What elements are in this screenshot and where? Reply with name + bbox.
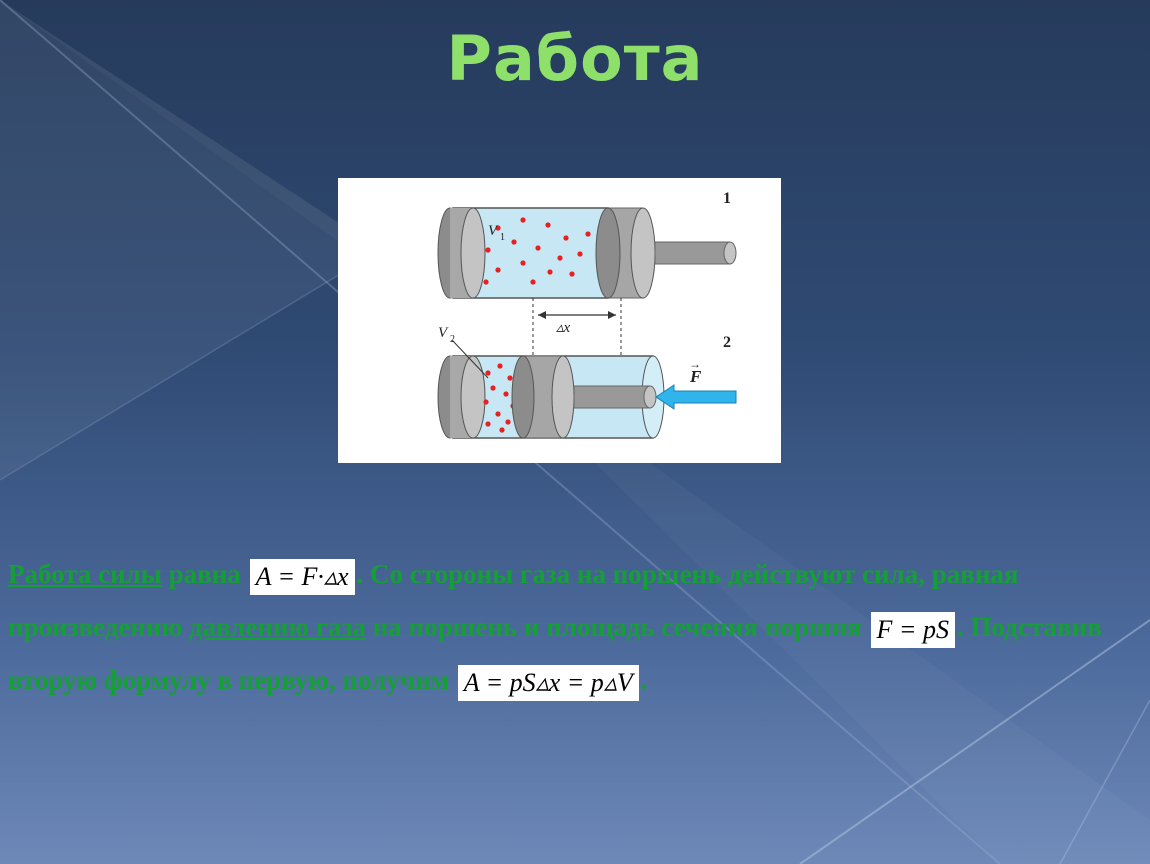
gas-molecules-1 xyxy=(483,217,591,285)
svg-text:2: 2 xyxy=(450,334,455,345)
label-dx: ▵x xyxy=(556,320,571,336)
svg-text:→: → xyxy=(689,357,701,371)
rod-2 xyxy=(573,385,651,409)
slide-title: Работа xyxy=(446,22,704,95)
formula-work: A = F·▵x xyxy=(249,558,355,595)
formula-force: F = pS xyxy=(870,611,955,648)
link-work-of-force[interactable]: Работа силы xyxy=(8,559,162,589)
link-gas-pressure[interactable]: давлению газа xyxy=(188,612,366,642)
label-v2: V xyxy=(438,325,449,341)
label-2: 2 xyxy=(723,334,731,351)
formula-result: A = pS▵x = p▵V xyxy=(457,664,639,701)
label-v1: V xyxy=(488,223,499,239)
label-force: F xyxy=(689,367,702,386)
svg-text:1: 1 xyxy=(500,232,505,243)
rod-1 xyxy=(654,241,731,265)
body-paragraph: Работа силы равна A = F·▵x. Со стороны г… xyxy=(8,548,1143,707)
force-arrow xyxy=(655,384,737,410)
piston-figure: V 1 1 ▵x xyxy=(338,178,781,463)
label-1: 1 xyxy=(723,190,731,207)
